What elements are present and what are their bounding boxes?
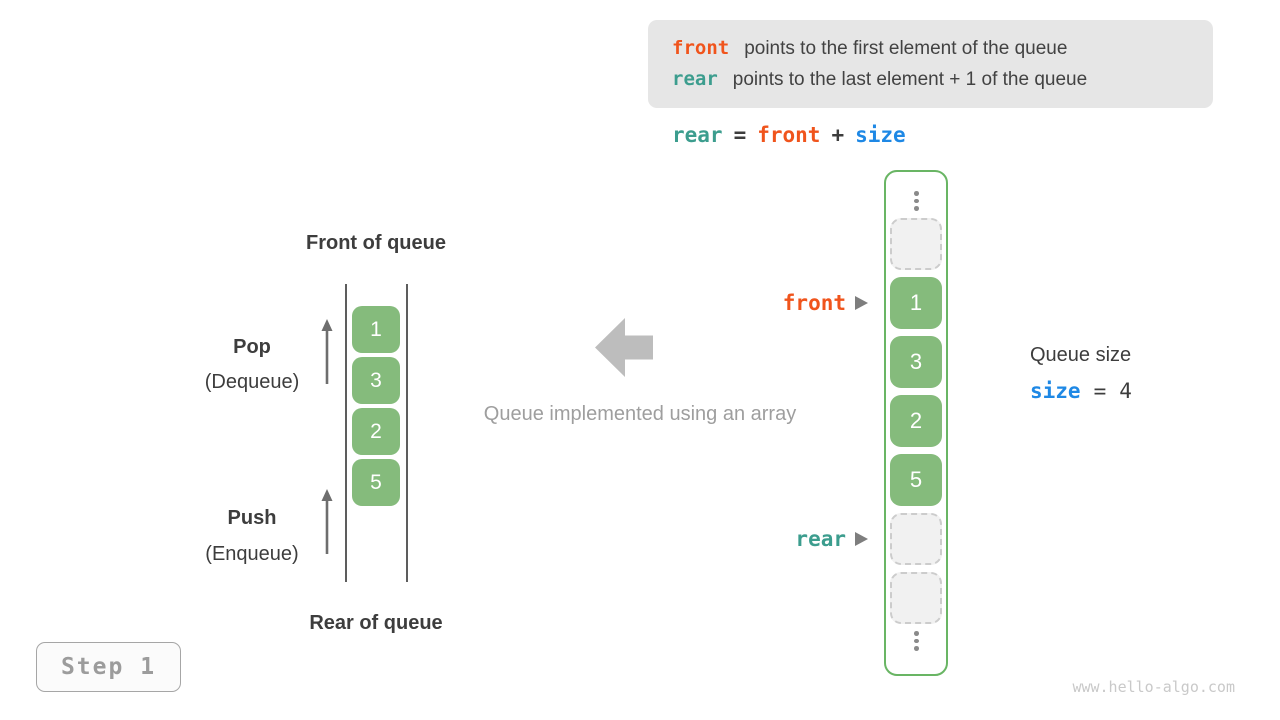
diagram-caption: Queue implemented using an array xyxy=(483,403,797,425)
pop-up-arrow-icon xyxy=(321,319,333,384)
size-value: 4 xyxy=(1119,379,1132,403)
rear-keyword: rear xyxy=(672,68,718,90)
formula-equals: = xyxy=(733,123,747,147)
queue-size-title: Queue size xyxy=(1030,344,1132,366)
front-of-queue-label: Front of queue xyxy=(306,232,446,254)
array-value-cell: 2 xyxy=(890,395,942,447)
enqueue-label: (Enqueue) xyxy=(205,543,299,565)
pop-label: Pop xyxy=(233,336,271,358)
array-value-cell: 1 xyxy=(890,277,942,329)
rear-of-queue-label: Rear of queue xyxy=(309,612,443,634)
left-queue-values: 1 3 2 5 xyxy=(352,306,400,506)
array-value-cell: 5 xyxy=(890,454,942,506)
pointer-arrow-icon xyxy=(855,296,868,310)
step-badge: Step 1 xyxy=(36,642,181,692)
legend-rear-text: points to the last element + 1 of the qu… xyxy=(732,69,1088,90)
array-empty-cell xyxy=(890,572,942,624)
queue-value-cell: 1 xyxy=(352,306,400,353)
rear-pointer-label: rear xyxy=(795,527,846,551)
front-pointer: front xyxy=(700,290,868,316)
vertical-ellipsis-icon xyxy=(913,631,919,652)
push-label: Push xyxy=(227,507,277,529)
push-up-arrow-icon xyxy=(321,489,333,554)
legend-line-front: front points to the first element of the… xyxy=(672,37,1213,60)
front-pointer-label: front xyxy=(782,291,846,315)
front-keyword: front xyxy=(672,37,730,59)
array-container: 1 3 2 5 xyxy=(884,170,948,676)
formula-plus: + xyxy=(831,123,845,147)
watermark: www.hello-algo.com xyxy=(1072,678,1235,696)
queue-value-cell: 5 xyxy=(352,459,400,506)
channel-right-line xyxy=(406,284,408,582)
legend-line-rear: rear points to the last element + 1 of t… xyxy=(672,68,1213,91)
formula-size: size xyxy=(855,123,906,147)
formula-rear: rear xyxy=(672,123,723,147)
pointer-arrow-icon xyxy=(855,532,868,546)
array-empty-cell xyxy=(890,513,942,565)
queue-value-cell: 2 xyxy=(352,408,400,455)
legend-front-text: points to the first element of the queue xyxy=(744,38,1068,59)
size-keyword: size xyxy=(1030,379,1081,403)
queue-value-cell: 3 xyxy=(352,357,400,404)
dequeue-label: (Dequeue) xyxy=(204,371,300,393)
left-block-arrow-icon xyxy=(595,318,653,377)
vertical-ellipsis-icon xyxy=(913,191,919,212)
channel-left-line xyxy=(345,284,347,582)
legend-box: front points to the first element of the… xyxy=(648,20,1213,108)
queue-size-value: size = 4 xyxy=(1030,379,1132,403)
array-empty-cell xyxy=(890,218,942,270)
rear-pointer: rear xyxy=(700,526,868,552)
size-equals: = xyxy=(1093,379,1107,403)
formula: rear = front + size xyxy=(672,120,906,150)
formula-front: front xyxy=(757,123,821,147)
array-value-cell: 3 xyxy=(890,336,942,388)
